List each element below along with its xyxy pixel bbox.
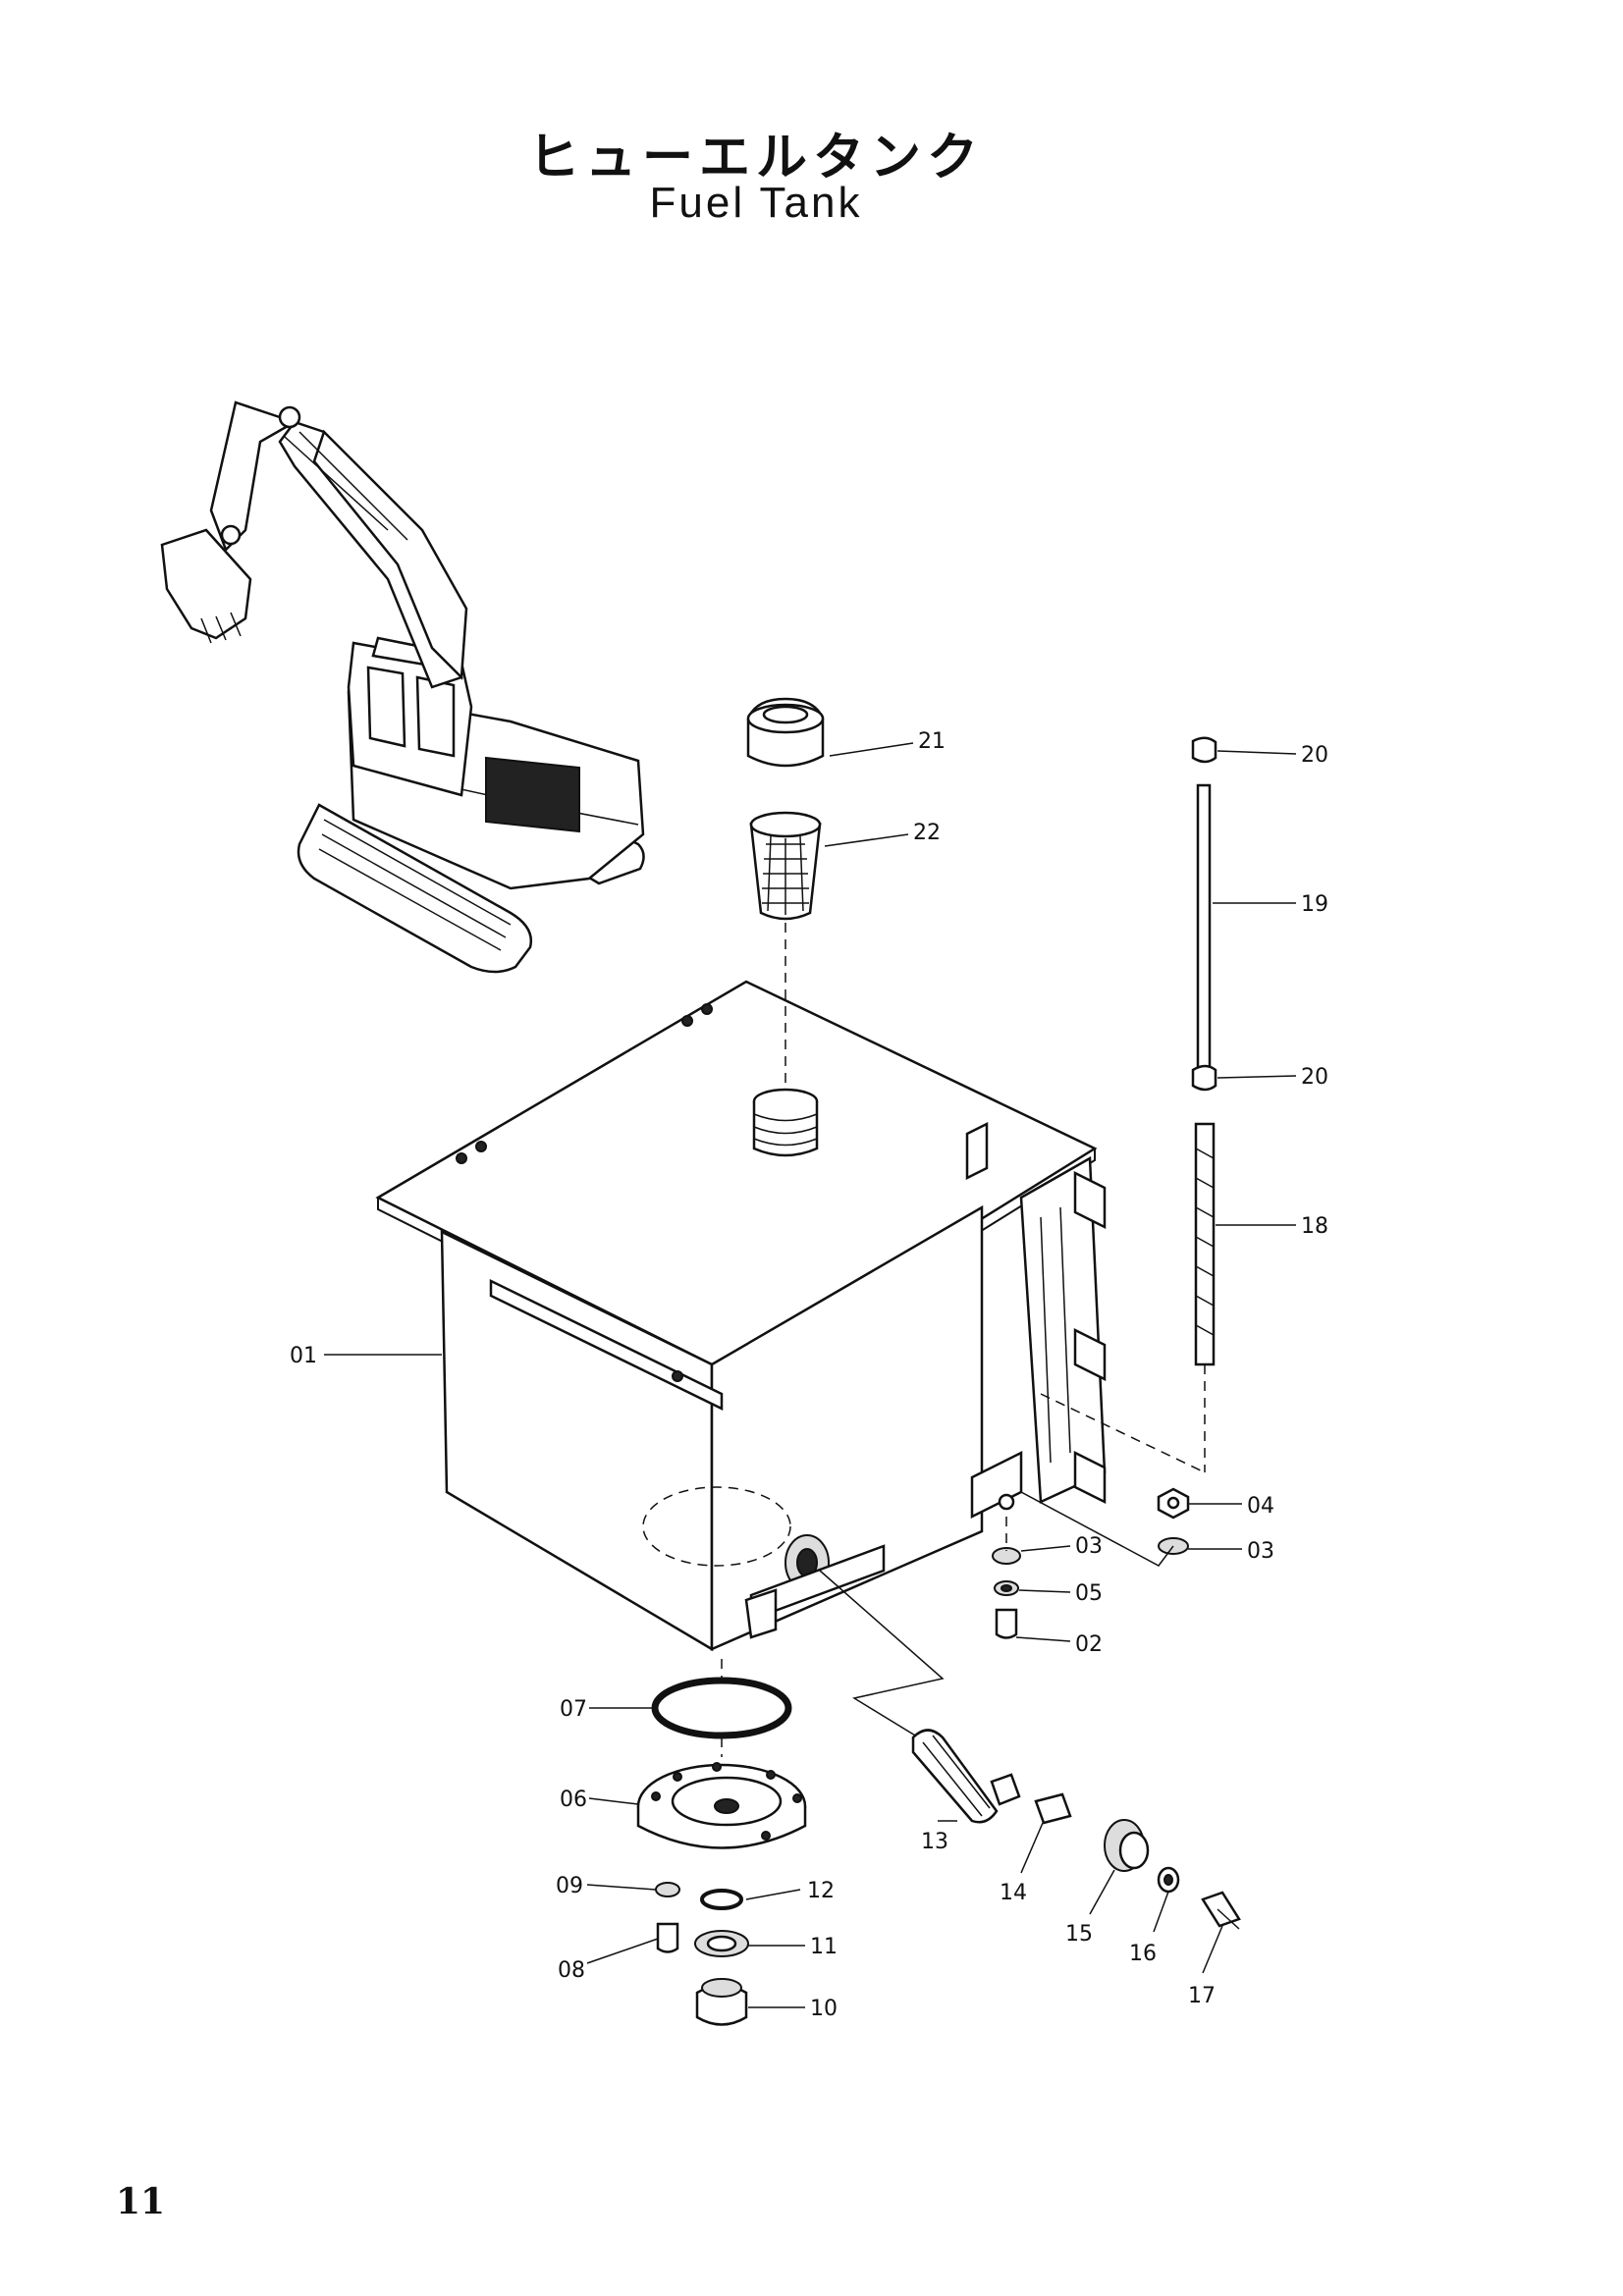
drain-cover-assembly	[636, 1659, 807, 2026]
callout-03b: 03	[1247, 1539, 1274, 1564]
level-gauge-assembly	[1020, 736, 1217, 1567]
excavator-illustration	[160, 400, 645, 974]
callout-13: 13	[921, 1830, 948, 1854]
callout-20a: 20	[1301, 743, 1328, 768]
callout-04: 04	[1247, 1494, 1274, 1519]
callout-22: 22	[913, 821, 941, 845]
filler-cap-assembly	[746, 697, 825, 1090]
fuel-tank-body	[375, 980, 1107, 1652]
callout-12: 12	[807, 1879, 835, 1903]
page-title-english: Fuel Tank	[649, 179, 863, 227]
page-number: 11	[116, 2181, 166, 2222]
callout-10: 10	[810, 1997, 838, 2021]
drain-valve-assembly	[819, 1570, 1241, 1930]
callout-07: 07	[560, 1697, 587, 1722]
callout-16: 16	[1129, 1942, 1157, 1966]
callout-01: 01	[290, 1344, 317, 1368]
callout-05: 05	[1075, 1581, 1103, 1606]
callout-20b: 20	[1301, 1065, 1328, 1090]
callout-02: 02	[1075, 1632, 1103, 1657]
callout-15: 15	[1065, 1922, 1093, 1947]
callout-21: 21	[918, 729, 946, 754]
callout-09: 09	[556, 1874, 583, 1898]
leader-lines	[324, 742, 1297, 2008]
callout-19: 19	[1301, 892, 1328, 917]
callout-18: 18	[1301, 1214, 1328, 1239]
callout-08: 08	[558, 1958, 585, 1983]
callout-06: 06	[560, 1788, 587, 1812]
callout-labels: 01 02 03 03 04 05 06 07 08 09 10 11 12 1…	[290, 729, 1328, 2021]
mounting-fasteners	[992, 1517, 1021, 1639]
callout-14: 14	[1000, 1881, 1027, 1905]
callout-11: 11	[810, 1935, 838, 1959]
callout-17: 17	[1188, 1984, 1216, 2008]
callout-03a: 03	[1075, 1534, 1103, 1559]
page-title-japanese: ヒューエルタンク	[527, 129, 984, 187]
